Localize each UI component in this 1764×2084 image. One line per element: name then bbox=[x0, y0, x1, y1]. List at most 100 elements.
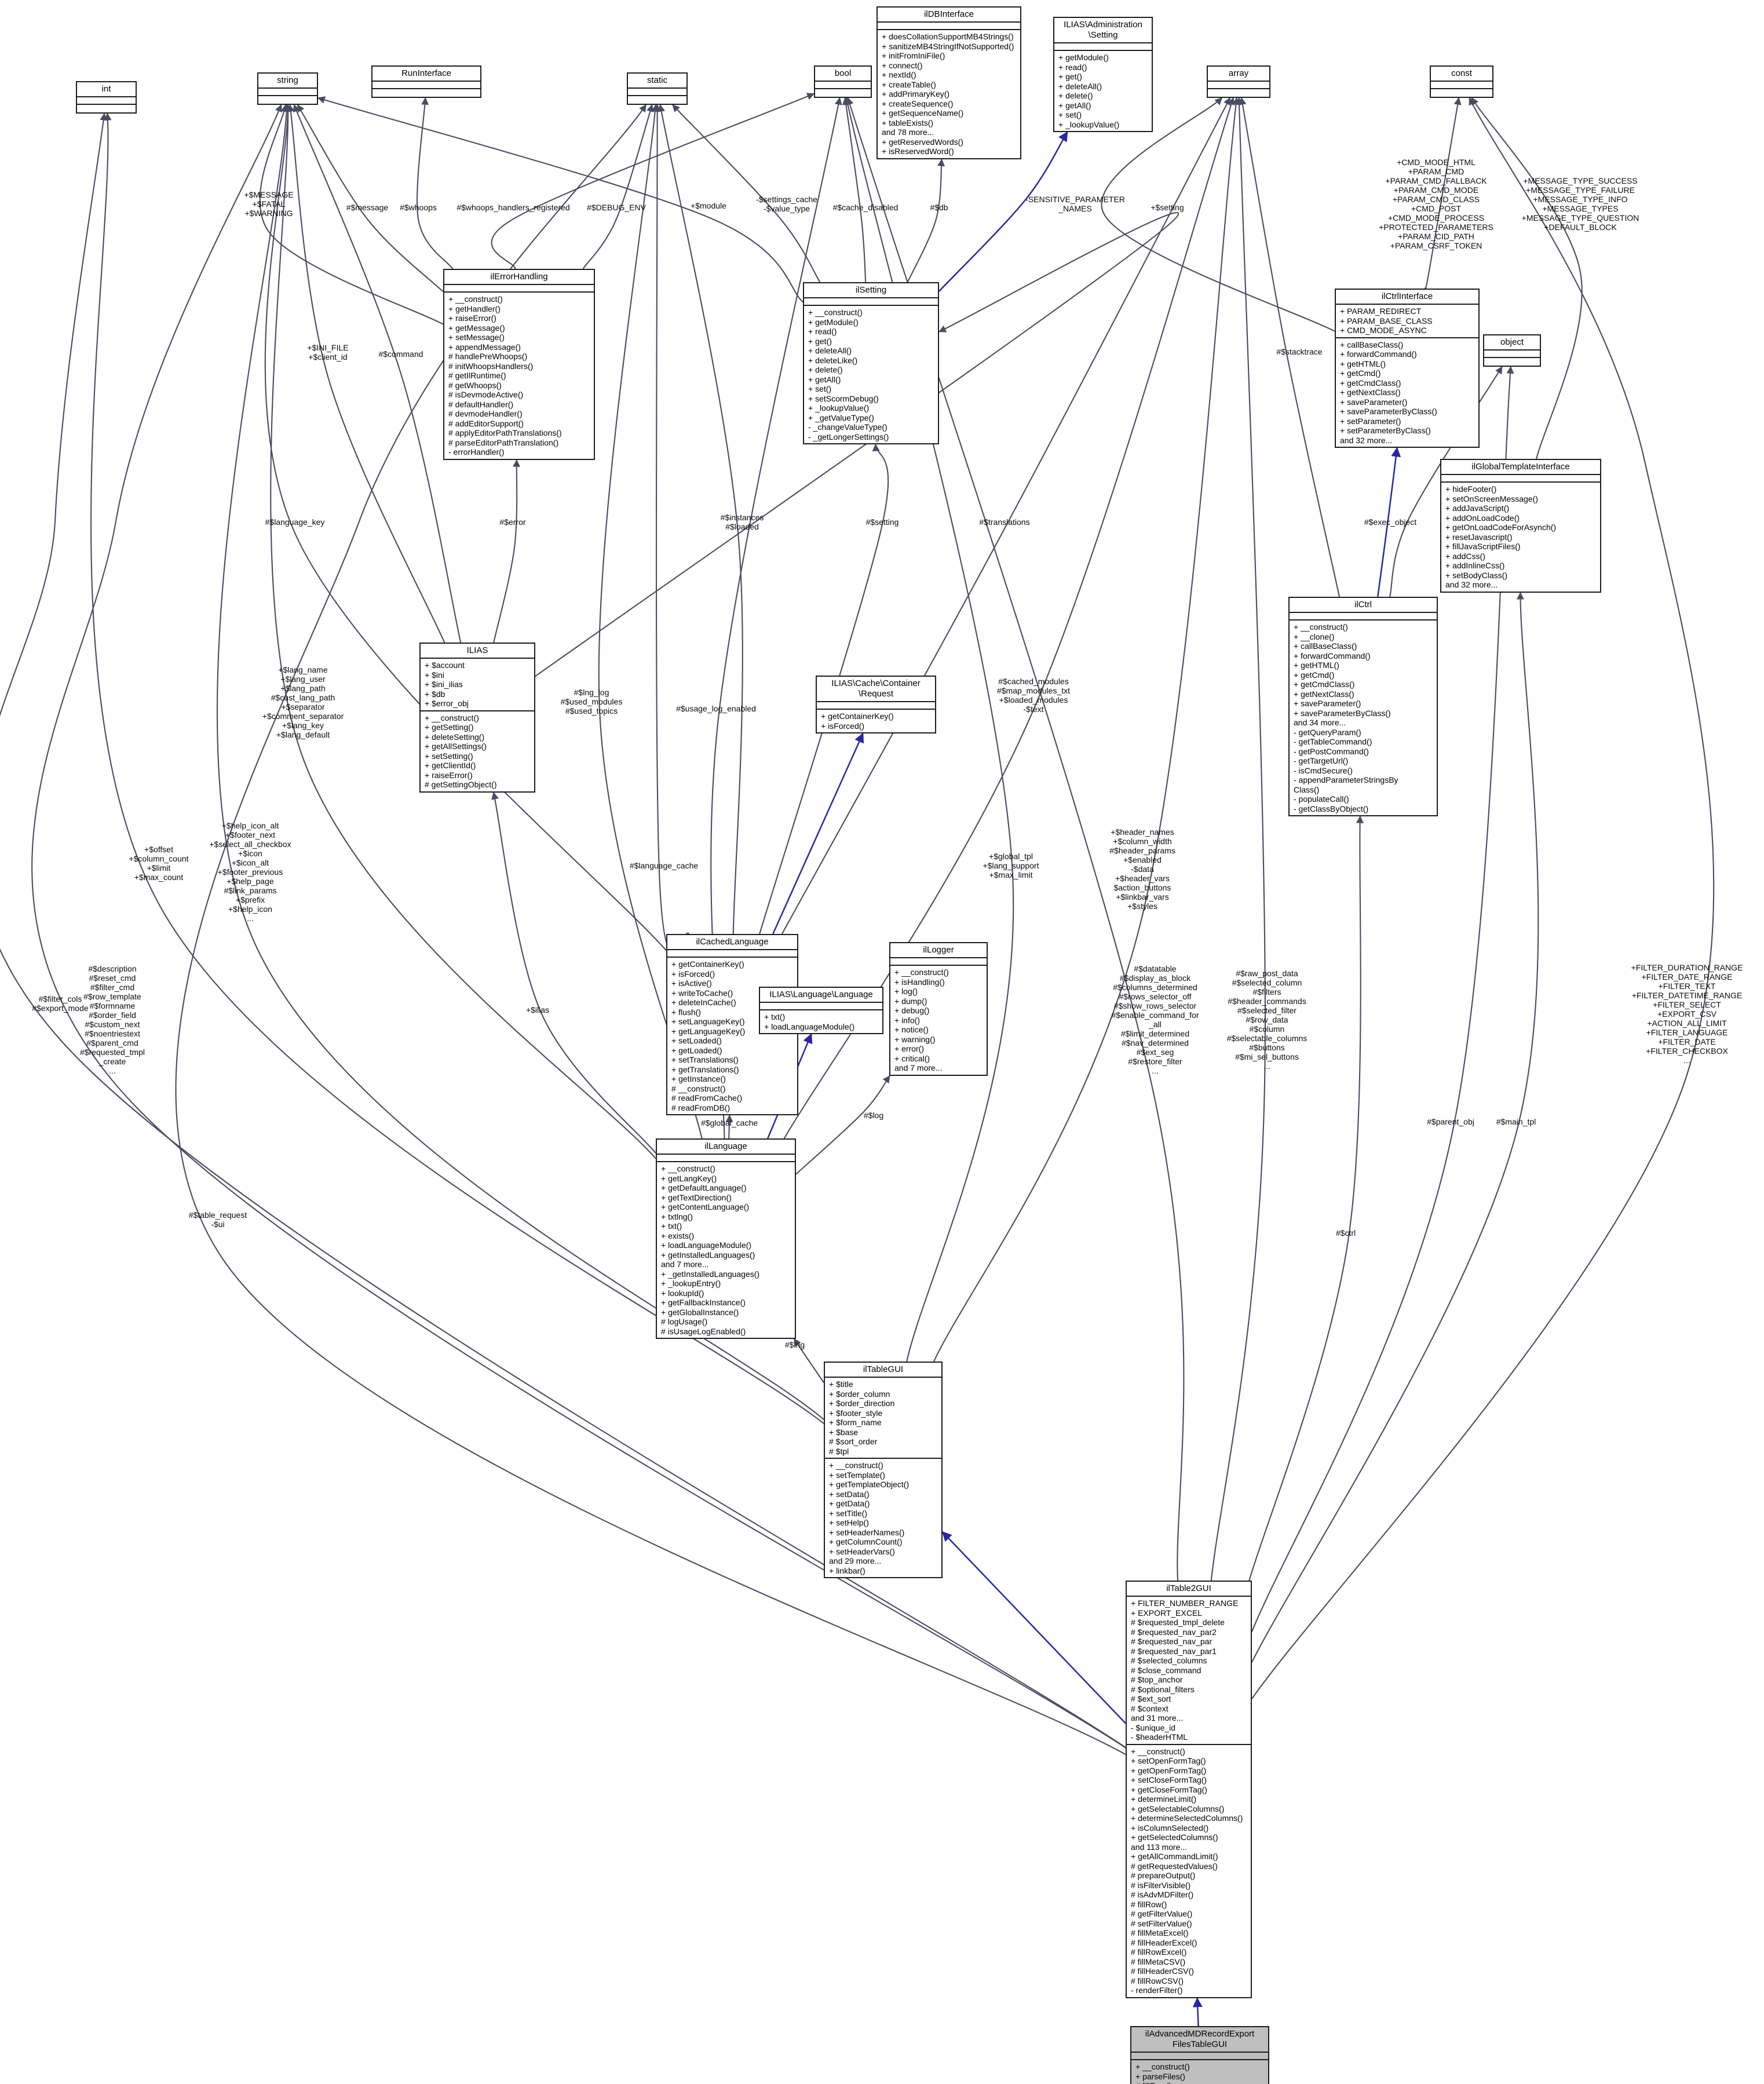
class-methods-section: + __construct()+ getSetting()+ deleteSet… bbox=[425, 713, 497, 790]
edge-ilCtrl-to-object bbox=[1389, 366, 1503, 597]
class-methods-section: + txt()+ loadLanguageModule() bbox=[764, 1012, 855, 1031]
edge-ilGlobalTemplateInterface-to-const bbox=[1471, 97, 1583, 459]
class-title: ilCtrlInterface bbox=[1336, 290, 1478, 305]
class-attrs-section bbox=[890, 958, 987, 966]
edge-ilTable2GUI-to-array bbox=[1210, 97, 1266, 1581]
edge-ilCtrlInterface-to-const bbox=[1424, 97, 1462, 290]
class-methods-section: + __construct()+ getModule()+ read()+ ge… bbox=[808, 308, 889, 441]
class-attrs-section bbox=[1208, 82, 1269, 89]
edge-ilTableGUI-to-ilLanguage bbox=[793, 1338, 824, 1383]
edge-ilCtrl-to-array bbox=[1239, 97, 1341, 597]
edge-ILIAS-to-ilSetting bbox=[535, 212, 1179, 677]
class-methods-section: + __construct()+ getLangKey()+ getDefaul… bbox=[661, 1164, 760, 1336]
class-title: ilLogger bbox=[890, 943, 987, 958]
edge-ilAdvancedMDRecordExportFilesTableGUI-to-ilTable2GUI bbox=[1192, 1997, 1203, 2027]
edge-ilTableGUI-to-int bbox=[90, 112, 824, 1424]
class-attrs-section bbox=[1131, 2053, 1268, 2060]
class-methods-section: + __construct()+ parseFiles()# fillRow() bbox=[1135, 2062, 1190, 2084]
class-node-array[interactable]: array bbox=[1207, 65, 1270, 98]
class-attrs-section bbox=[628, 89, 686, 96]
class-methods-section: + getContainerKey()+ isForced()+ isActiv… bbox=[671, 959, 746, 1112]
class-node-ilDBInterface[interactable]: ilDBInterface + doesCollationSupportMB4St… bbox=[876, 6, 1021, 159]
class-node-Language[interactable]: ILIAS\Language\Language+ txt()+ loadLang… bbox=[759, 987, 883, 1034]
edge-ilTable2GUI-to-int bbox=[0, 112, 1126, 1748]
edge-ilCachedLanguage-to-ilSetting bbox=[759, 443, 889, 935]
class-node-bool[interactable]: bool bbox=[814, 65, 872, 98]
class-attrs-section bbox=[372, 82, 480, 89]
edge-ilCtrlInterface-to-array bbox=[1101, 97, 1335, 332]
class-title: ilSetting bbox=[804, 283, 938, 298]
class-node-ilTableGUI[interactable]: ilTableGUI+ $title+ $order_column+ $orde… bbox=[824, 1362, 943, 1578]
edge-ilErrorHandling-to-static bbox=[582, 104, 654, 269]
class-methods-section: + __construct()+ isHandling()+ log()+ du… bbox=[894, 968, 949, 1072]
class-node-const[interactable]: const bbox=[1430, 65, 1493, 98]
class-title: ILIAS\Administration\Setting bbox=[1054, 18, 1152, 43]
class-node-int[interactable]: int bbox=[76, 81, 137, 114]
class-node-ilSetting[interactable]: ilSetting + __construct()+ getModule()+ r… bbox=[803, 282, 939, 444]
edge-ilCachedLanguage-to-string bbox=[264, 104, 667, 951]
class-node-RunInterface[interactable]: RunInterface bbox=[371, 65, 481, 98]
edge-ilSetting-to-static bbox=[672, 104, 821, 283]
class-attrs-section bbox=[667, 950, 797, 958]
class-attrs-section bbox=[258, 89, 317, 96]
class-node-object[interactable]: object bbox=[1483, 334, 1541, 367]
edge-ilLanguage-to-string bbox=[270, 104, 656, 1159]
class-attrs-section bbox=[815, 82, 871, 89]
class-node-ilLanguage[interactable]: ilLanguage + __construct()+ getLangKey()+… bbox=[656, 1138, 796, 1339]
edge-ilLanguage-to-ilLogger bbox=[795, 1075, 890, 1175]
class-title: RunInterface bbox=[372, 67, 480, 82]
class-title: ilDBInterface bbox=[878, 8, 1020, 23]
class-methods-section: + __construct()+ setOpenFormTag()+ getOp… bbox=[1131, 1746, 1243, 1995]
edge-ilErrorHandling-to-string bbox=[259, 104, 444, 325]
edge-ilSetting-to-ilDBInterface bbox=[907, 158, 945, 283]
class-node-ilCtrl[interactable]: ilCtrl+ __construct()+ __clone()+ callBa… bbox=[1288, 597, 1438, 816]
class-node-AdminSetting[interactable]: ILIAS\Administration\Setting+ getModule(… bbox=[1053, 17, 1153, 132]
edge-ilCachedLanguage-to-Request bbox=[772, 732, 864, 935]
class-methods-section: + getContainerKey()+ isForced() bbox=[821, 711, 894, 731]
edge-ilTableGUI-to-array bbox=[933, 97, 1240, 1362]
class-methods-section bbox=[77, 105, 136, 112]
class-attrs-section: + $account+ $ini+ $ini_ilias+ $db+ $erro… bbox=[421, 659, 534, 711]
class-methods-section: + doesCollationSupportMB4Strings()+ sani… bbox=[882, 32, 1014, 156]
edge-ilCtrl-to-ilCtrlInterface bbox=[1377, 447, 1401, 597]
class-node-ilErrorHandling[interactable]: ilErrorHandling+ __construct()+ getHandl… bbox=[443, 269, 595, 460]
class-node-ILIAS[interactable]: ILIAS+ $account+ $ini+ $ini_ilias+ $db+ … bbox=[419, 643, 535, 793]
class-attrs-section: + $title+ $order_column+ $order_directio… bbox=[825, 1378, 941, 1459]
class-title: ILIAS\Cache\Container\Request bbox=[817, 677, 935, 702]
class-title: object bbox=[1484, 335, 1540, 351]
edge-ilTable2GUI-to-const bbox=[1251, 97, 1715, 1699]
edge-ilSetting-to-bool bbox=[842, 97, 867, 283]
class-attrs-section bbox=[1484, 351, 1540, 358]
class-node-ilGlobalTemplateInterface[interactable]: ilGlobalTemplateInterface + hideFooter()+… bbox=[1440, 459, 1601, 593]
class-attrs-section bbox=[77, 97, 136, 105]
class-node-static[interactable]: static bbox=[627, 72, 688, 105]
edge-ilSetting-to-AdminSetting bbox=[938, 131, 1068, 292]
class-node-ilTable2GUI[interactable]: ilTable2GUI+ FILTER_NUMBER_RANGE+ EXPORT… bbox=[1126, 1581, 1252, 1998]
edge-ilLanguage-to-ILIAS bbox=[491, 791, 656, 1154]
edge-ilErrorHandling-to-bool bbox=[491, 93, 815, 269]
class-methods-section bbox=[1431, 89, 1492, 97]
class-title: ilGlobalTemplateInterface bbox=[1441, 460, 1600, 475]
class-node-Request[interactable]: ILIAS\Cache\Container\Request + getContai… bbox=[816, 676, 936, 733]
class-title: ilLanguage bbox=[657, 1140, 795, 1155]
class-methods-section: + __construct()+ getHandler()+ raiseErro… bbox=[448, 294, 562, 457]
class-attrs-section bbox=[817, 702, 935, 710]
class-methods-section: + callBaseClass()+ forwardCommand()+ get… bbox=[1340, 340, 1437, 445]
class-methods-section bbox=[815, 89, 871, 97]
class-methods-section: + hideFooter()+ setOnScreenMessage()+ ad… bbox=[1445, 484, 1557, 589]
edge-ILIAS-to-string bbox=[293, 104, 462, 643]
edge-ilSetting-to-string bbox=[317, 96, 804, 303]
edge-ILIAS-to-string bbox=[287, 104, 445, 643]
class-methods-section bbox=[628, 96, 686, 104]
class-methods-section bbox=[372, 89, 480, 97]
class-node-ilLogger[interactable]: ilLogger + __construct()+ isHandling()+ l… bbox=[889, 942, 988, 1076]
class-node-ilCtrlInterface[interactable]: ilCtrlInterface+ PARAM_REDIRECT+ PARAM_B… bbox=[1335, 289, 1480, 448]
edge-ILIAS-to-ilErrorHandling bbox=[493, 459, 521, 643]
class-node-string[interactable]: string bbox=[257, 72, 318, 105]
class-title: ilCachedLanguage bbox=[667, 935, 797, 950]
class-title: const bbox=[1431, 67, 1492, 82]
class-title: ilTableGUI bbox=[825, 1363, 941, 1378]
